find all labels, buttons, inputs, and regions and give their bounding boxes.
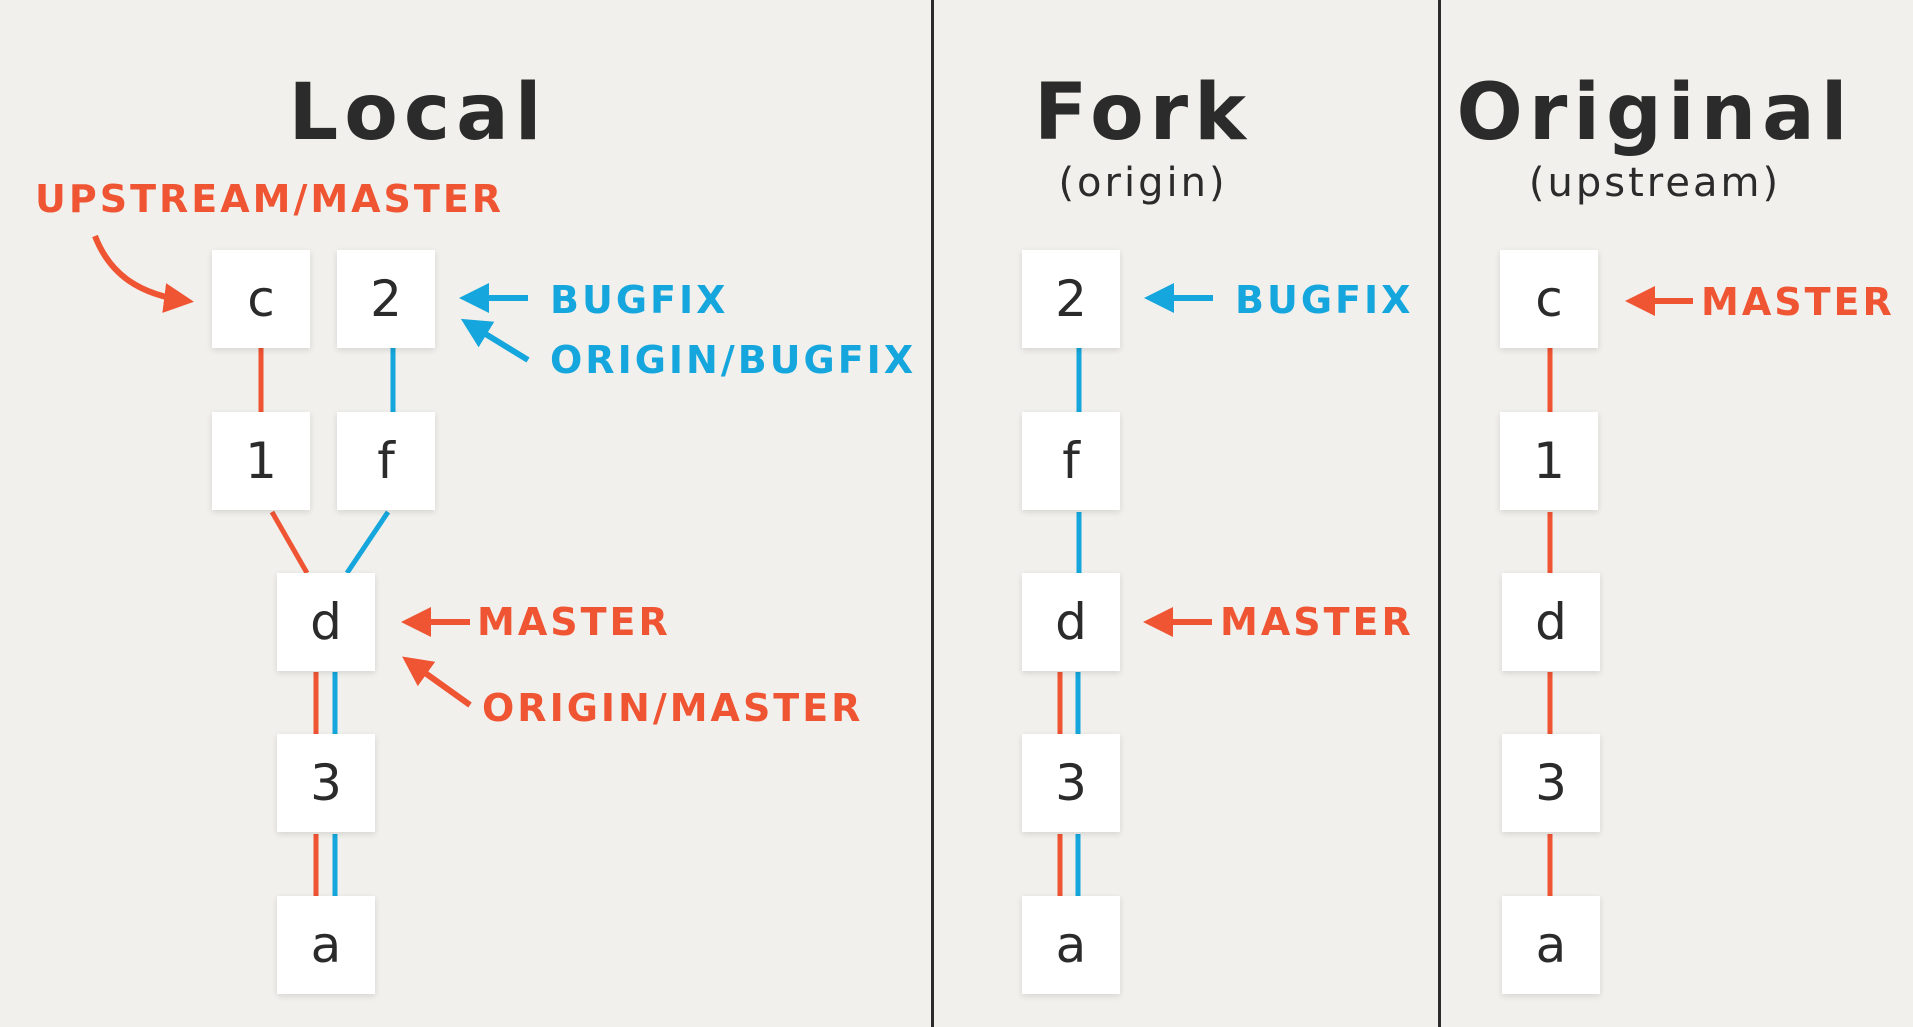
label-local-bugfix: BUGFIX: [550, 278, 729, 322]
fork-commit-3: 3: [1022, 734, 1120, 832]
label-fork-master: MASTER: [1220, 600, 1414, 644]
local-edge-1-d: [269, 510, 310, 575]
fork-title: Fork: [1033, 68, 1253, 158]
original-commit-d: d: [1502, 573, 1600, 671]
fork-commit-a: a: [1022, 896, 1120, 994]
fork-subtitle: (origin): [1058, 160, 1228, 206]
arrow-local-origin-bugfix: [460, 318, 530, 363]
arrow-upstream-master: [92, 234, 194, 313]
original-title: Original: [1456, 68, 1854, 158]
arrow-local-origin-master: [402, 656, 472, 708]
label-local-origin-master: ORIGIN/MASTER: [482, 686, 864, 730]
label-local-origin-bugfix: ORIGIN/BUGFIX: [550, 338, 917, 382]
local-commit-2: 2: [337, 250, 435, 348]
label-local-master: MASTER: [477, 600, 671, 644]
original-commit-3: 3: [1502, 734, 1600, 832]
local-edge-f-d: [344, 510, 391, 575]
local-commit-1: 1: [212, 412, 310, 510]
local-commit-d: d: [277, 573, 375, 671]
local-commit-3: 3: [277, 734, 375, 832]
local-commit-c: c: [212, 250, 310, 348]
local-commit-a: a: [277, 896, 375, 994]
original-subtitle: (upstream): [1528, 160, 1782, 206]
label-fork-bugfix: BUGFIX: [1235, 278, 1414, 322]
fork-commit-f: f: [1022, 412, 1120, 510]
divider-fork-original: [1438, 0, 1441, 1027]
label-upstream-master: UPSTREAM/MASTER: [35, 177, 505, 221]
original-commit-1: 1: [1500, 412, 1598, 510]
original-commit-c: c: [1500, 250, 1598, 348]
local-title: Local: [288, 68, 548, 158]
divider-local-fork: [931, 0, 934, 1027]
fork-commit-d: d: [1022, 573, 1120, 671]
fork-commit-2: 2: [1022, 250, 1120, 348]
local-commit-f: f: [337, 412, 435, 510]
label-original-master: MASTER: [1701, 280, 1895, 324]
original-commit-a: a: [1502, 896, 1600, 994]
